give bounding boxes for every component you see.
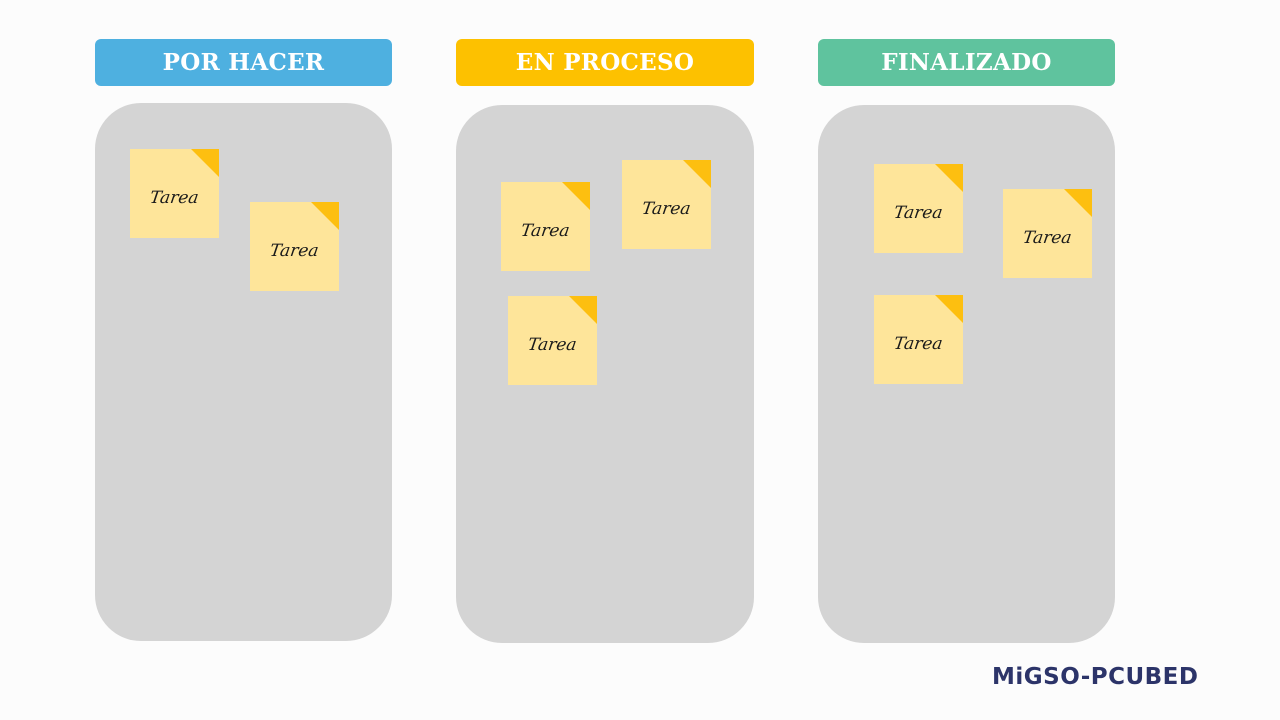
sticky-note-label: Tarea <box>148 187 201 208</box>
company-logo: MiGSO-PCUBED <box>992 664 1199 690</box>
note-fold-corner <box>569 296 597 324</box>
sticky-note-label: Tarea <box>268 240 321 261</box>
sticky-note[interactable]: Tarea <box>508 296 597 385</box>
sticky-note[interactable]: Tarea <box>130 149 219 238</box>
note-fold-corner <box>935 295 963 323</box>
sticky-note-label: Tarea <box>640 198 693 219</box>
sticky-note[interactable]: Tarea <box>874 164 963 253</box>
column-header-en-proceso: EN PROCESO <box>456 39 754 86</box>
sticky-note-label: Tarea <box>526 334 579 355</box>
column-header-finalizado: FINALIZADO <box>818 39 1115 86</box>
sticky-note-label: Tarea <box>1021 227 1074 248</box>
sticky-note[interactable]: Tarea <box>874 295 963 384</box>
note-fold-corner <box>191 149 219 177</box>
sticky-note-label: Tarea <box>892 202 945 223</box>
note-fold-corner <box>562 182 590 210</box>
sticky-note[interactable]: Tarea <box>250 202 339 291</box>
sticky-note-label: Tarea <box>892 333 945 354</box>
sticky-note[interactable]: Tarea <box>501 182 590 271</box>
note-fold-corner <box>311 202 339 230</box>
sticky-note-label: Tarea <box>519 220 572 241</box>
sticky-note[interactable]: Tarea <box>622 160 711 249</box>
column-panel-finalizado <box>818 105 1115 643</box>
sticky-note[interactable]: Tarea <box>1003 189 1092 278</box>
column-header-por-hacer: POR HACER <box>95 39 392 86</box>
note-fold-corner <box>935 164 963 192</box>
note-fold-corner <box>683 160 711 188</box>
note-fold-corner <box>1064 189 1092 217</box>
